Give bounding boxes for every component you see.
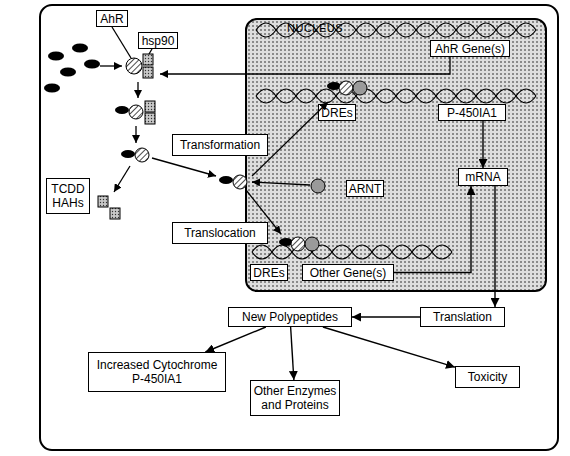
gene-label: Other Gene(s) (302, 264, 394, 281)
ahr-protein (339, 81, 353, 95)
dna-helix (256, 23, 536, 37)
box-label: Translocation (184, 226, 256, 240)
leader-line (149, 49, 152, 54)
box-label: mRNA (465, 170, 500, 184)
ligand-molecule (327, 82, 341, 90)
dna-helix (256, 89, 536, 103)
box-label: New Polypeptides (242, 310, 338, 324)
gene-label: AhR Gene(s) (430, 40, 510, 57)
flow-arrow (394, 186, 471, 273)
cell-membrane (40, 5, 558, 450)
box-label: NUCLEUS (287, 21, 343, 35)
box-label: TCDD HAHs (49, 182, 87, 210)
box-label: Other Enzymes and Proteins (253, 384, 337, 412)
process-box: Translation (420, 307, 505, 327)
element-label: DREs (318, 104, 356, 121)
hsp90-protein (145, 101, 155, 112)
box-label: AhR (100, 12, 123, 26)
ahr-protein (135, 148, 149, 162)
ligand-molecule (115, 106, 129, 114)
gene-label: P-450IA1 (438, 104, 506, 121)
hsp90-protein (110, 208, 120, 219)
outcome-box: Increased Cytochrome P-450IA1 (88, 352, 226, 392)
box-label: DREs (253, 266, 284, 280)
process-box: Transformation (172, 134, 268, 156)
box-label: Transformation (180, 138, 260, 152)
nucleus-region: NUCLEUS AhR Gene(s) DREs P-450IA1ARNT mRNA DR… (245, 18, 547, 292)
ahr-protein (291, 237, 305, 251)
ligand-molecule (121, 150, 135, 158)
flow-arrow (482, 121, 483, 168)
outcome-box: Other Enzymes and Proteins (250, 380, 340, 416)
flow-arrow (291, 327, 294, 380)
protein-label: ARNT (346, 180, 384, 197)
dna-helix (256, 89, 536, 103)
flow-arrow (494, 186, 495, 307)
step-arrow (137, 82, 138, 98)
hsp90-protein (143, 54, 153, 65)
release-arrow (114, 166, 130, 192)
binding-arrow (100, 65, 122, 66)
box-label: Increased Cytochrome P-450IA1 (91, 358, 223, 386)
dna-helix (252, 245, 452, 259)
box-label: DREs (321, 106, 352, 120)
protein-label: AhR (96, 10, 128, 27)
ligand-molecule (279, 238, 293, 246)
ahr-protein (129, 105, 143, 119)
synthesis-arrow (160, 57, 450, 74)
element-label: DREs (250, 264, 288, 281)
ligand-label: TCDD HAHs (46, 178, 90, 214)
mrna-box: mRNA (458, 168, 508, 186)
flow-arrow (352, 316, 420, 317)
translocation-arrow (252, 102, 328, 176)
box-label: P-450IA1 (447, 106, 497, 120)
ligand-molecule (72, 44, 88, 53)
dna-helix (256, 23, 536, 37)
ligand-molecule (44, 84, 60, 93)
flow-arrow (323, 327, 455, 367)
box-label: Translation (433, 310, 492, 324)
translocation-arrow (246, 190, 281, 234)
flow-arrow (205, 327, 265, 352)
arnt-protein (311, 179, 325, 193)
hsp90-protein (145, 113, 155, 124)
dna-helix (252, 245, 452, 259)
arnt-protein (305, 237, 319, 251)
ahr-protein (233, 175, 247, 189)
ahr-protein (126, 58, 142, 74)
arnt-protein (353, 81, 367, 95)
leader-line (112, 27, 131, 58)
ligand-molecule (84, 60, 100, 69)
protein-label: hsp90 (138, 32, 178, 49)
ligand-molecule (48, 52, 64, 61)
box-label: ARNT (349, 182, 382, 196)
outcome-box: Toxicity (455, 366, 520, 388)
process-box: New Polypeptides (228, 307, 352, 327)
ligand-molecule (219, 176, 233, 184)
arnt-arrow (252, 182, 310, 185)
step-arrow (135, 126, 136, 143)
box-label: Toxicity (468, 370, 507, 384)
box-label: AhR Gene(s) (435, 42, 505, 56)
process-box: Translocation (172, 222, 268, 244)
ligand-molecule (60, 68, 76, 77)
transformation-arrow (152, 158, 216, 176)
box-label: Other Gene(s) (310, 266, 387, 280)
hsp90-protein (143, 67, 153, 78)
hsp90-protein (98, 196, 108, 207)
box-label: hsp90 (142, 34, 175, 48)
